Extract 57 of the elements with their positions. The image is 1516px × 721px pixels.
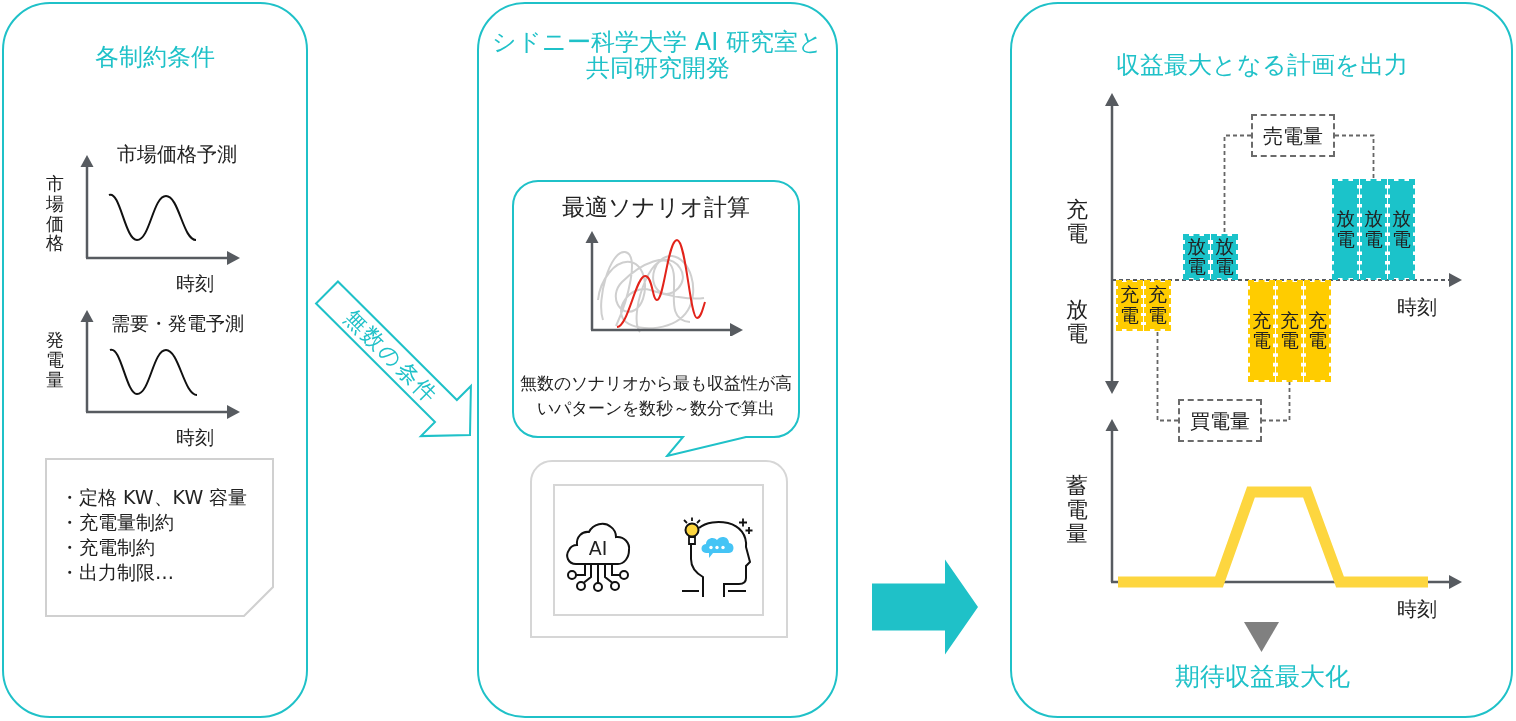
- list-item: ・充電制約: [60, 535, 155, 560]
- axis-label: 時刻: [1397, 296, 1437, 320]
- axis-label: 時刻: [1397, 598, 1437, 622]
- chart-bar: [1276, 280, 1303, 382]
- panel-heading: 収益最大となる計画を出力: [1115, 52, 1408, 78]
- chart-bar: [1304, 280, 1331, 382]
- bar-label: 充電: [1120, 285, 1139, 326]
- bar-label: 充電: [1252, 310, 1271, 352]
- axis-label: 時刻: [176, 271, 214, 295]
- bar-label: 放電: [1392, 209, 1411, 250]
- chart-bar: [1332, 179, 1359, 280]
- icon-label: AI: [588, 536, 608, 560]
- bar-label: 充電: [1308, 310, 1327, 352]
- dashed-frame: [1178, 399, 1262, 442]
- box-label: 買電量: [1190, 408, 1250, 433]
- chart-title: 需要・発電予測: [110, 311, 244, 334]
- axis-label: 時刻: [176, 425, 214, 449]
- panel: [1010, 2, 1513, 718]
- bubble-text: 無数のソナリオから最も収益性が高いパターンを数秒～数分で算出: [519, 371, 793, 420]
- panel-heading: 各制約条件: [95, 44, 215, 70]
- axis-label: 放電: [1066, 297, 1088, 347]
- axis-label: 発電量: [46, 330, 64, 390]
- bar-label: 充電: [1148, 285, 1167, 326]
- list-item: ・充電量制約: [60, 510, 174, 535]
- result-caption: 期待収益最大化: [1174, 662, 1350, 692]
- bar-label: 放電: [1187, 236, 1206, 278]
- note-card: [45, 458, 274, 617]
- block-arrow: [872, 559, 978, 655]
- bar-label: 放電: [1336, 209, 1355, 250]
- monitor-frame: [530, 460, 788, 638]
- chart-bar: [1360, 179, 1387, 280]
- leader-line: [1334, 134, 1375, 180]
- chart-bar: [1388, 179, 1415, 280]
- bubble-heading: 最適ソナリオ計算: [562, 193, 750, 221]
- chart-bar: [1248, 280, 1275, 382]
- list-item: ・出力制限…: [60, 560, 174, 585]
- axis-label: 充電: [1066, 197, 1088, 247]
- leader-line: [1156, 330, 1179, 422]
- axis-label: 蓄電量: [1066, 473, 1088, 547]
- panel: [2, 2, 308, 718]
- chart-title: 市場価格予測: [117, 142, 237, 166]
- panel-heading: シドニー科学大学 AI 研究室と共同研究開発: [491, 29, 824, 81]
- bar-label: 放電: [1364, 209, 1383, 250]
- block-arrow: [314, 280, 472, 438]
- bar-label: 充電: [1280, 310, 1299, 352]
- panel: [477, 2, 838, 718]
- axis-label: 市場価格: [46, 174, 64, 254]
- edge-label: 無数の条件: [340, 306, 442, 408]
- list-item: ・定格 KW、KW 容量: [60, 485, 248, 510]
- bar-label: 放電: [1215, 236, 1234, 278]
- leader-line: [1261, 381, 1291, 422]
- box-label: 売電量: [1263, 123, 1323, 148]
- leader-line: [1223, 134, 1252, 235]
- chart-bar: [1116, 280, 1143, 331]
- dashed-frame: [1251, 114, 1335, 157]
- speech-bubble: [512, 180, 800, 457]
- chart-bar: [1144, 280, 1171, 331]
